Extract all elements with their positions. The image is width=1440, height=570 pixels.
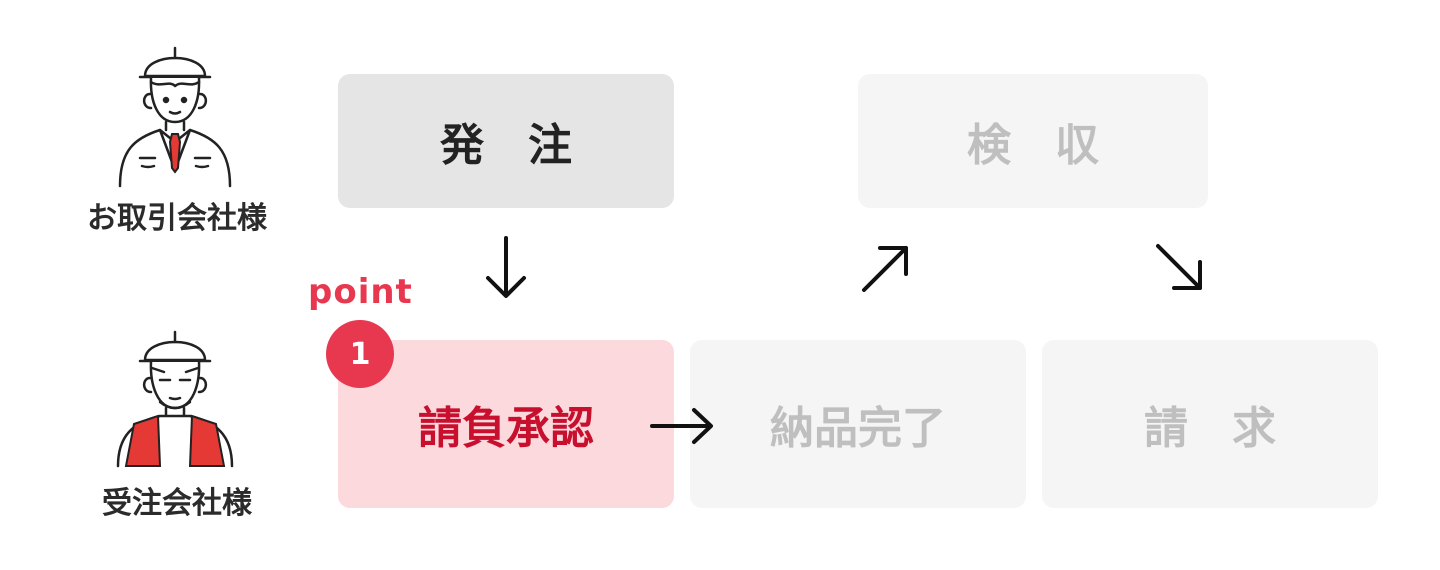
point-badge: 1 bbox=[326, 320, 394, 388]
arrow-down-icon bbox=[486, 236, 526, 298]
step-order: 発 注 bbox=[338, 74, 674, 208]
step-approve: 請負承認 bbox=[338, 340, 674, 508]
step-invoice: 請 求 bbox=[1042, 340, 1378, 508]
step-inspect: 検 収 bbox=[858, 74, 1208, 208]
arrow-up-right-icon bbox=[862, 246, 908, 292]
worker-with-tie-icon bbox=[118, 46, 232, 188]
arrow-down-right-icon bbox=[1156, 244, 1202, 290]
point-label: point bbox=[308, 272, 413, 312]
role-contractor-label: 受注会社様 bbox=[102, 486, 252, 521]
arrow-right-icon bbox=[650, 408, 713, 444]
role-client-label: お取引会社様 bbox=[87, 201, 267, 236]
step-delivered: 納品完了 bbox=[690, 340, 1026, 508]
worker-with-vest-icon bbox=[116, 330, 234, 468]
